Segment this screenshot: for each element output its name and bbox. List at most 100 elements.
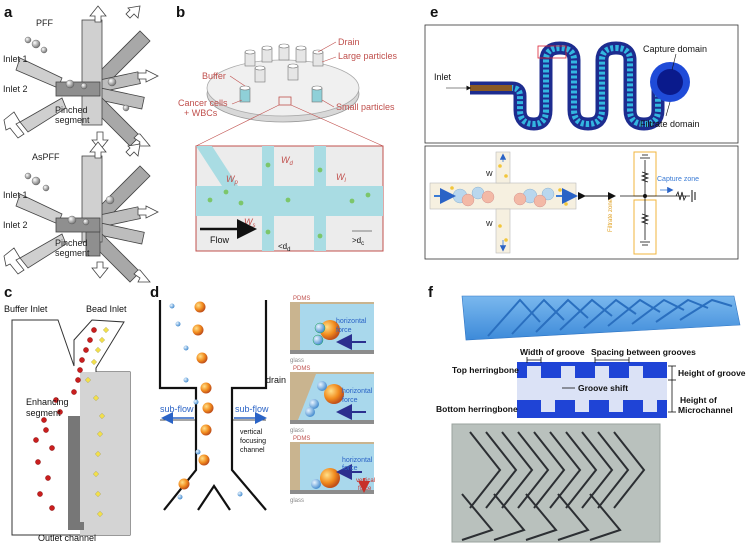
enhancing-shaded (80, 372, 130, 535)
subflow-label-left: sub-flow (160, 404, 194, 414)
width-groove-label: Width of groove (520, 347, 585, 357)
glass-label-1: glass (290, 358, 304, 364)
reservoir (311, 85, 323, 103)
vertical-force-label-2: force (358, 486, 372, 492)
channel-label: channel (240, 447, 265, 454)
herringbone-cross-section (517, 357, 676, 418)
pff-ball (80, 82, 88, 90)
panel-d-letter: d (150, 284, 159, 301)
pff-ball (107, 77, 117, 87)
glass-label-2: glass (290, 428, 304, 434)
reservoirs (239, 43, 324, 103)
pff-inlet2-arrow (3, 111, 25, 139)
buffer-label: Buffer (202, 71, 226, 81)
herringbone-3d-grooves (487, 298, 733, 337)
cancer-cells-label: Cancer cells (178, 98, 228, 108)
reservoir (244, 49, 256, 67)
capture-domain-label: Capture domain (643, 44, 707, 54)
zoom-region (537, 45, 567, 59)
pff-pinched-segment (55, 81, 101, 97)
filtrate-domain-leader (665, 101, 671, 117)
micrograph (452, 424, 660, 542)
pff-ball (31, 39, 41, 49)
pff-inlet2-channel (19, 97, 67, 133)
circuit-model: Filtrate zone Capture zone (608, 151, 699, 255)
aspff-ball (31, 176, 41, 186)
cross-section-3: PDMS glass horizontal force vertical for… (290, 436, 375, 504)
glass-label-3: glass (290, 498, 304, 504)
aspff-title: AsPFF (32, 152, 60, 162)
wbcs-label: + WBCs (184, 108, 218, 118)
pdms-label-2: PDMS (293, 366, 310, 372)
aspff-pinched-label: Pinched (55, 238, 88, 248)
small-particle-dots (207, 162, 371, 239)
bead-inlet-label: Bead Inlet (86, 304, 127, 314)
force-label-1: force (336, 327, 352, 334)
aspff-ball (42, 184, 50, 192)
aspff-right-arrow (137, 205, 159, 219)
cross-section-1: PDMS glass horizontal force (290, 296, 374, 364)
pff-up-arrow (89, 5, 107, 23)
aspff-ball (24, 172, 32, 180)
small-particles-label: Small particles (336, 102, 395, 112)
panel-c-letter: c (4, 284, 12, 301)
filtrate-zone-label: Filtrate zone (608, 198, 614, 232)
pff-ball (65, 79, 75, 89)
reservoir (278, 43, 290, 61)
capture-domain-leader (671, 53, 677, 71)
wc-label: W (486, 171, 493, 178)
vertical-force-label: vertical (356, 478, 375, 484)
horizontal-label-3: horizontal (342, 457, 373, 464)
panel-f: f (428, 284, 746, 543)
pff-diagram: PFF Inlet 1 Inlet 2 Pinched segment (3, 5, 159, 151)
aspff-pinched-segment (55, 217, 101, 233)
zoom-box (278, 96, 292, 106)
aspff-inlet2-label: Inlet 2 (3, 220, 28, 230)
zoom-line-right (290, 104, 384, 147)
focusing-label: focusing (240, 438, 266, 445)
segment-label: segment (26, 408, 61, 418)
buffer-inlet-label: Buffer Inlet (4, 304, 48, 314)
aspff-ball (82, 218, 90, 226)
pff-ball (24, 36, 32, 44)
reservoir (254, 65, 266, 83)
drain-channel-4 (314, 216, 326, 251)
panel-e: e Inlet Capture domain Filtrate domain (424, 4, 739, 260)
pff-right-arrow (137, 69, 159, 83)
horizontal-label-2: horizontal (342, 388, 373, 395)
reservoir (239, 85, 251, 103)
aspff-ball (67, 215, 77, 225)
pff-diag-arrow (125, 5, 141, 19)
pff-pinched-label: Pinched (55, 105, 88, 115)
lt-dd-label: <dd (278, 242, 290, 253)
pff-diag-arrow-2 (133, 133, 151, 147)
pff-title: PFF (36, 18, 54, 28)
reservoir (261, 45, 273, 63)
aspff-inlet1-label: Inlet 1 (3, 190, 28, 200)
force-label-2: force (342, 397, 358, 404)
large-particles-label: Large particles (338, 51, 398, 61)
flow-label: Flow (210, 235, 230, 245)
horizontal-label-1: horizontal (336, 318, 367, 325)
reservoir (287, 63, 299, 81)
zoom-line-left (195, 104, 280, 147)
enhancing-foot (68, 522, 84, 530)
drain-label-d: drain (266, 375, 286, 385)
panel-d: d sub-flow sub-flow vertical focusing ch… (150, 284, 375, 511)
micrograph-chevrons (461, 431, 646, 541)
aspff-segment-label: segment (55, 248, 90, 258)
groove-shift-label: Groove shift (578, 383, 628, 393)
panel-b-letter: b (176, 4, 185, 21)
aspff-diag-arrow-2 (133, 269, 151, 283)
inclined-inlet (196, 146, 238, 186)
pff-segment-label: segment (55, 115, 90, 125)
aspff-diagram: AsPFF Inlet 1 Inlet 2 Pinched segment (3, 141, 159, 283)
drain-label: Drain (338, 37, 360, 47)
wd-label: Wd (281, 155, 294, 167)
panel-a: a (3, 4, 159, 283)
reservoir (312, 49, 324, 67)
inlet-label: Inlet (434, 72, 452, 82)
panel-c: c (4, 284, 131, 543)
cross-section-2: PDMS glass horizontal force (290, 366, 374, 434)
capture-zone-label: Capture zone (657, 176, 699, 183)
